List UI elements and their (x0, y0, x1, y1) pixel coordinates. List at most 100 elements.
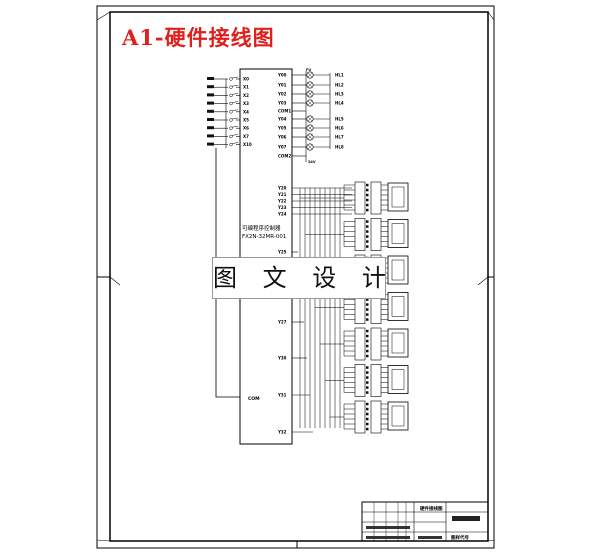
input-switch (229, 101, 233, 106)
lamp-label: HL7 (335, 135, 344, 140)
pin-mark (366, 354, 369, 358)
pin-mark (366, 371, 369, 374)
input-label: X3 (243, 101, 249, 106)
pin-mark (366, 329, 369, 333)
lamp-cross (307, 100, 313, 106)
title-block-drawing-no: 图样代号 (451, 534, 469, 541)
input-switch (229, 110, 233, 114)
decoder-chip (354, 327, 366, 361)
driver-chip (370, 327, 382, 361)
seven-segment-display (387, 182, 409, 212)
input-label: X4 (243, 109, 249, 114)
decoder-chip (354, 364, 366, 397)
input-switch-contact (231, 93, 239, 95)
pin-mark (366, 220, 369, 223)
output-label: Y32 (277, 430, 287, 435)
pin-mark (366, 183, 369, 187)
plc-name: 可编程序控制器 (242, 224, 281, 232)
input-label: X1 (243, 85, 249, 90)
output-label: Y02 (277, 92, 287, 97)
display-window (391, 186, 405, 208)
input-switch (229, 93, 233, 98)
input-switch-contact (231, 117, 239, 120)
lamp-label: HL3 (335, 92, 344, 97)
lamp-label: HL8 (335, 145, 344, 150)
output-label: Y20 (277, 186, 287, 191)
lamp-cross (307, 125, 313, 131)
output-label: Y23 (277, 205, 287, 210)
seven-segment-display (387, 219, 409, 248)
lamp-cross (307, 116, 313, 122)
input-switch (229, 77, 233, 81)
seven-segment-display (387, 365, 409, 394)
output-label: Y25 (277, 250, 287, 255)
input-switch-contact (231, 125, 239, 128)
input-device-tag (207, 85, 214, 89)
output-label: Y30 (277, 356, 287, 361)
input-device-tag (207, 101, 214, 105)
pin-mark (366, 188, 369, 192)
input-device-tag (207, 77, 214, 80)
decoder-chip (354, 400, 366, 434)
seven-segment-display (387, 328, 409, 358)
pin-mark (366, 339, 369, 343)
title-block: 硬件接线图 图样代号 (361, 501, 489, 542)
pin-mark (366, 407, 369, 411)
pin-mark (366, 208, 369, 212)
pin-mark (366, 230, 369, 233)
input-label: X10 (243, 142, 252, 147)
pin-mark (366, 308, 369, 311)
input-switch (229, 134, 233, 139)
pin-mark (366, 376, 369, 379)
decoder-chip (354, 181, 366, 215)
lamp-label: HL4 (335, 101, 344, 106)
input-label: X2 (243, 93, 249, 98)
lamp-cross (307, 134, 313, 140)
output-label: Y06 (277, 135, 287, 140)
pin-mark (366, 344, 369, 348)
supply-label: 24V (308, 160, 316, 164)
output-label: Y21 (277, 192, 287, 197)
pin-mark (366, 427, 369, 431)
driver-chip (370, 364, 382, 397)
display-window (391, 223, 405, 244)
lamp-cross (307, 82, 313, 88)
output-label: Y31 (277, 393, 287, 398)
input-label: X5 (243, 118, 249, 123)
pin-mark (366, 391, 369, 394)
input-switch (229, 85, 233, 89)
output-label: Y27 (277, 320, 287, 325)
pin-mark (366, 349, 369, 353)
pin-mark (366, 240, 369, 243)
input-label: X0 (243, 77, 249, 82)
input-switch-contact (231, 76, 239, 79)
lamp-cross (307, 72, 313, 78)
pin-mark (366, 422, 369, 426)
pin-mark (366, 313, 369, 316)
input-switch (229, 118, 233, 122)
lamp-cross (307, 91, 313, 97)
plc-model: FX2N-32MR-001 (242, 234, 286, 240)
pin-mark (366, 402, 369, 406)
output-label: Y03 (277, 101, 287, 106)
output-label: COM2 (278, 154, 291, 159)
page-title: A1-硬件接线图 (122, 25, 275, 50)
pin-mark (366, 193, 369, 197)
pin-mark (366, 318, 369, 321)
input-label: X6 (243, 126, 249, 131)
output-label: Y01 (277, 83, 287, 88)
seven-segment-display (387, 292, 409, 321)
driver-chip (370, 218, 382, 251)
pin-mark (366, 225, 369, 228)
watermark: 图 文 设 计 (212, 257, 386, 299)
output-label: Y22 (277, 199, 287, 204)
output-label: Y05 (277, 126, 287, 131)
display-bus-section: Y20Y21Y22Y23Y24Y25Y26Y27Y30Y31Y32 (277, 181, 409, 435)
pin-mark (366, 334, 369, 338)
seven-segment-display (387, 401, 409, 431)
output-label: Y07 (277, 145, 287, 150)
input-switch-contact (231, 109, 239, 112)
